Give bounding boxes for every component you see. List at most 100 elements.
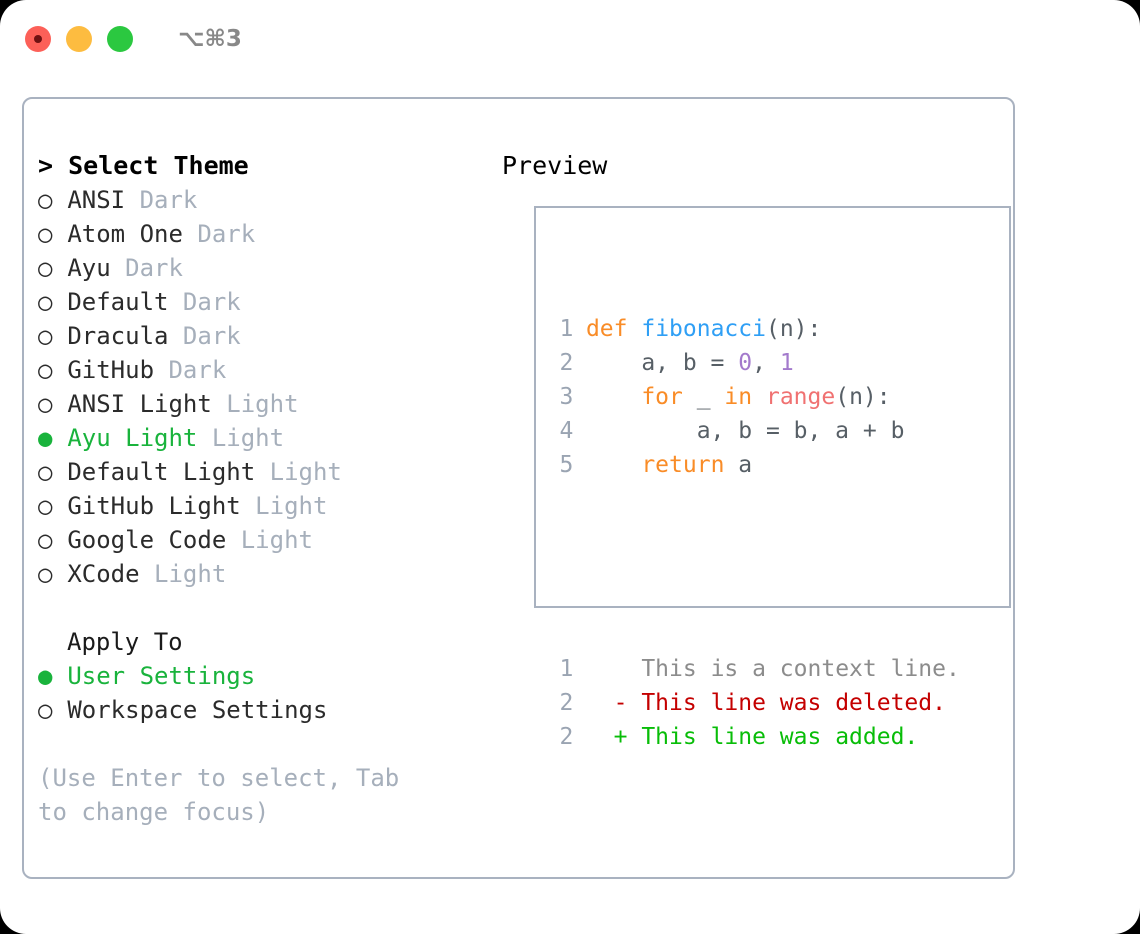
list-spacer — [38, 591, 488, 625]
theme-list-item[interactable]: ○ Dracula Dark — [38, 319, 488, 353]
theme-name: Google Code — [52, 526, 241, 554]
preview-title: Preview — [502, 151, 608, 180]
line-number: 4 — [559, 418, 574, 444]
theme-variant-badge: Light — [211, 424, 285, 452]
minimize-button[interactable] — [66, 26, 92, 52]
radio-unselected-icon: ○ — [38, 492, 53, 520]
zoom-button[interactable] — [107, 26, 133, 52]
code-token: a — [724, 452, 753, 478]
line-number: 2 — [559, 724, 574, 750]
theme-variant-badge: Dark — [168, 356, 227, 384]
window-controls — [25, 26, 133, 52]
code-token: a, b = — [585, 350, 739, 376]
apply-to-label: User Settings — [52, 662, 256, 690]
code-token — [627, 316, 641, 342]
theme-name: XCode — [52, 560, 155, 588]
select-theme-header: > Select Theme — [38, 151, 249, 180]
diff-text: This is a context line. — [627, 656, 960, 682]
code-line: 4 a, b = b, a + b — [548, 414, 960, 448]
code-token: (n): — [765, 316, 822, 342]
theme-list: ○ ANSI Dark○ Atom One Dark○ Ayu Dark○ De… — [38, 183, 488, 591]
line-number: 2 — [559, 690, 574, 716]
line-number: 3 — [559, 384, 574, 410]
radio-selected-icon: ● — [38, 662, 53, 690]
theme-list-item[interactable]: ○ Default Light Light — [38, 455, 488, 489]
code-line: 2 a, b = 0, 1 — [548, 346, 960, 380]
line-number: 5 — [559, 452, 574, 478]
theme-list-item[interactable]: ○ Atom One Dark — [38, 217, 488, 251]
code-token: fibonacci — [641, 316, 766, 342]
radio-unselected-icon: ○ — [38, 526, 53, 554]
radio-unselected-icon: ○ — [38, 458, 53, 486]
diff-lines: 1 This is a context line.2 - This line w… — [548, 652, 960, 754]
code-token: a, b = b, a + b — [585, 418, 905, 444]
close-button[interactable] — [25, 26, 51, 52]
code-token — [586, 452, 641, 478]
theme-name: ANSI — [52, 186, 140, 214]
theme-variant-badge: Light — [240, 526, 313, 554]
theme-name: GitHub Light — [52, 492, 256, 520]
line-number: 2 — [559, 350, 574, 376]
radio-unselected-icon: ○ — [38, 390, 53, 418]
diff-line: 2 - This line was deleted. — [548, 686, 960, 720]
line-number: 1 — [559, 656, 574, 682]
apply-to-list: ● User Settings○ Workspace Settings — [38, 659, 488, 727]
theme-picker-column: > Select Theme ○ ANSI Dark○ Atom One Dar… — [38, 149, 488, 829]
radio-unselected-icon: ○ — [38, 356, 53, 384]
theme-list-item[interactable]: ○ Default Dark — [38, 285, 488, 319]
line-number: 1 — [559, 316, 574, 342]
radio-unselected-icon: ○ — [38, 254, 53, 282]
theme-list-item[interactable]: ○ GitHub Light Light — [38, 489, 488, 523]
hint-spacer — [38, 727, 488, 761]
theme-list-item[interactable]: ○ Google Code Light — [38, 523, 488, 557]
radio-selected-icon: ● — [38, 424, 53, 452]
diff-marker: - — [585, 690, 628, 716]
radio-unselected-icon: ○ — [38, 186, 53, 214]
diff-line: 2 + This line was added. — [548, 720, 960, 754]
code-line: 5 return a — [548, 448, 960, 482]
code-token: (n): — [835, 384, 891, 410]
theme-variant-badge: Light — [226, 390, 299, 418]
diff-text: This line was added. — [627, 724, 919, 750]
theme-variant-badge: Dark — [182, 288, 241, 316]
theme-name: Dracula — [52, 322, 183, 350]
code-token — [586, 384, 641, 410]
diff-marker — [586, 656, 628, 682]
radio-unselected-icon: ○ — [38, 288, 53, 316]
apply-to-header: Apply To — [67, 628, 183, 656]
code-token: , — [752, 350, 780, 376]
code-token: range — [765, 384, 836, 410]
code-token: 1 — [779, 350, 794, 376]
title-bar: ⌥⌘3 — [0, 0, 1140, 78]
diff-marker: + — [585, 724, 628, 750]
code-token: 0 — [738, 350, 753, 376]
apply-to-item[interactable]: ○ Workspace Settings — [38, 693, 488, 727]
theme-name: Ayu Light — [52, 424, 212, 452]
theme-name: Default — [52, 288, 183, 316]
apply-to-item[interactable]: ● User Settings — [38, 659, 488, 693]
code-token: in — [724, 384, 753, 410]
theme-name: Ayu — [52, 254, 126, 282]
theme-list-item[interactable]: ● Ayu Light Light — [38, 421, 488, 455]
radio-unselected-icon: ○ — [38, 220, 53, 248]
theme-list-item[interactable]: ○ ANSI Light Light — [38, 387, 488, 421]
code-diff-gap — [548, 550, 960, 584]
theme-variant-badge: Light — [255, 492, 328, 520]
code-token: return — [641, 452, 725, 478]
theme-list-item[interactable]: ○ ANSI Dark — [38, 183, 488, 217]
theme-variant-badge: Dark — [125, 254, 183, 282]
diff-text: This line was deleted. — [627, 690, 946, 716]
radio-unselected-icon: ○ — [38, 560, 53, 588]
keyboard-hint-text: (Use Enter to select, Tab to change focu… — [38, 764, 400, 826]
theme-list-item[interactable]: ○ Ayu Dark — [38, 251, 488, 285]
radio-unselected-icon: ○ — [38, 322, 53, 350]
theme-list-item[interactable]: ○ GitHub Dark — [38, 353, 488, 387]
code-line: 3 for _ in range(n): — [548, 380, 960, 414]
diff-line: 1 This is a context line. — [548, 652, 960, 686]
theme-list-item[interactable]: ○ XCode Light — [38, 557, 488, 591]
